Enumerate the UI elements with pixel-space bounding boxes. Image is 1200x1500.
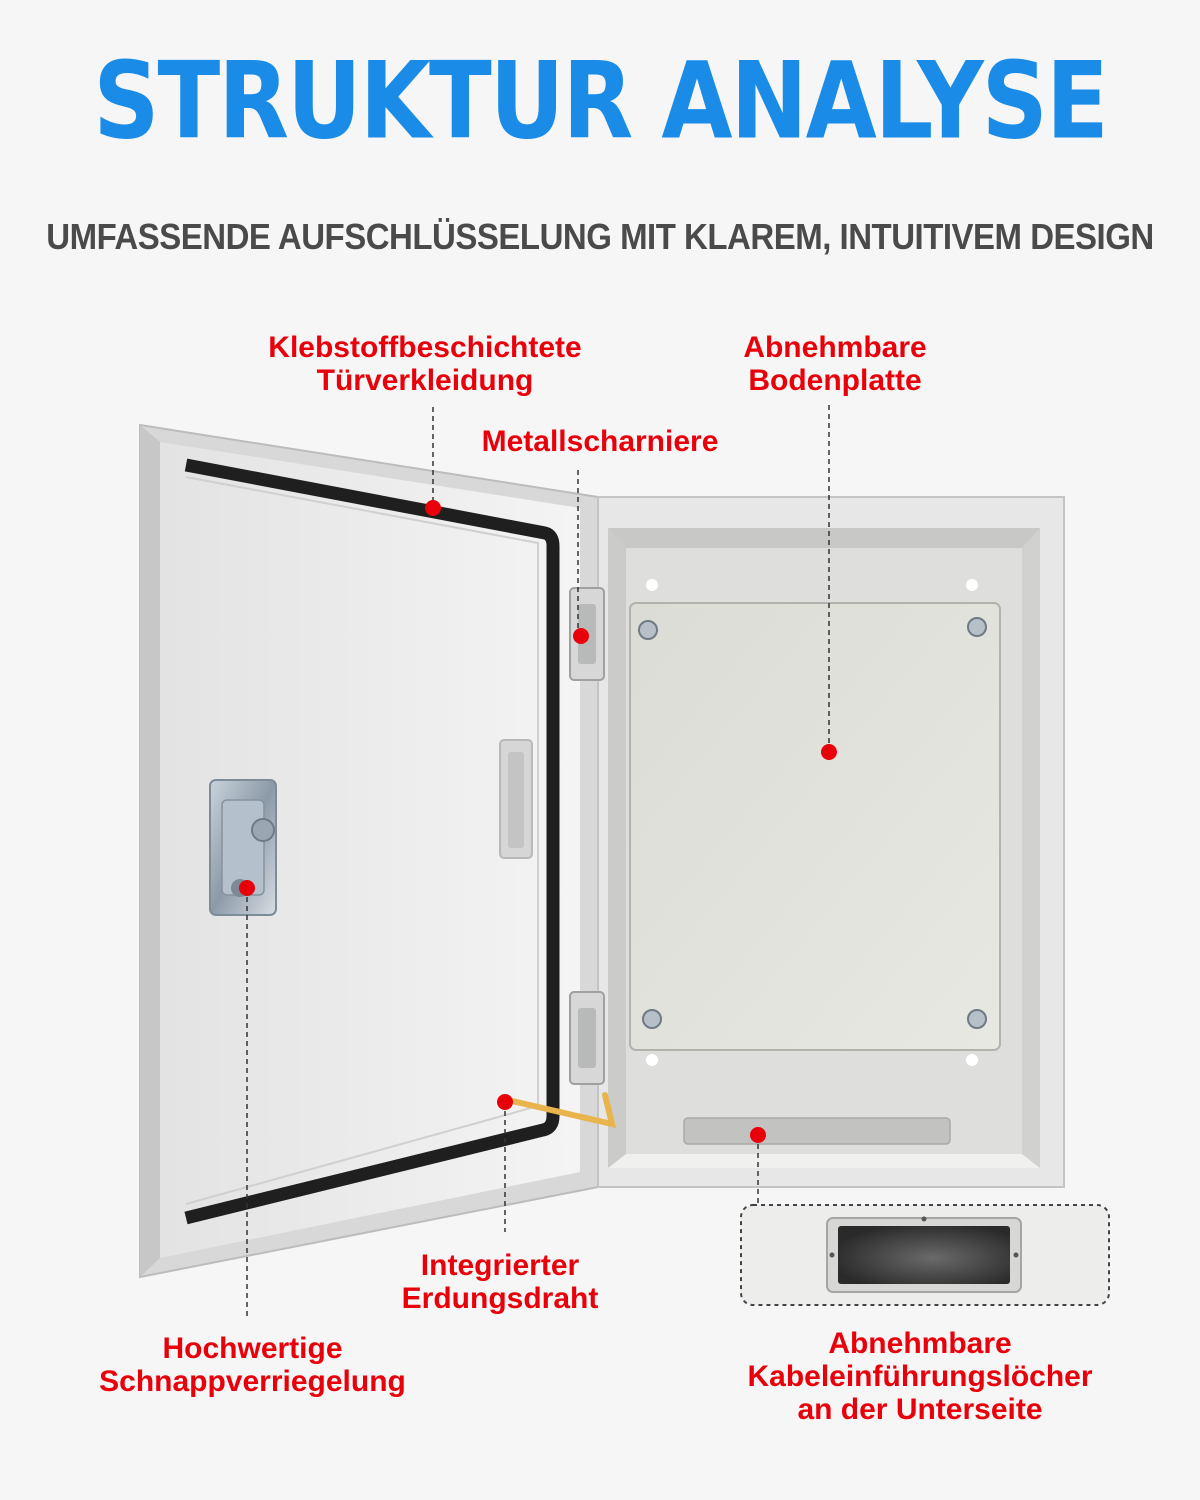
marker-hinge	[573, 628, 589, 644]
callout-base-plate: Abnehmbare Bodenplatte	[700, 331, 970, 397]
callout-ground-wire: Integrierter Erdungsdraht	[380, 1249, 620, 1315]
callout-base-plate-line1: Abnehmbare	[743, 331, 927, 364]
marker-door-lining	[425, 500, 441, 516]
marker-cable-entry	[750, 1127, 766, 1143]
callout-base-plate-line2: Bodenplatte	[748, 364, 922, 397]
marker-latch	[239, 880, 255, 896]
callout-door-lining-line1: Klebstoffbeschichtete	[268, 331, 582, 364]
callout-hinges-line1: Metallscharniere	[481, 425, 719, 458]
callout-ground-wire-line1: Integrierter	[420, 1249, 580, 1282]
callout-door-lining-line2: Türverkleidung	[316, 364, 534, 397]
callout-cable-entry-line1: Abnehmbare	[828, 1327, 1012, 1360]
callout-cable-entry-line2: Kabeleinführungslöcher	[747, 1360, 1093, 1393]
callout-ground-wire-line2: Erdungsdraht	[401, 1282, 599, 1315]
page-title: STRUKTUR ANALYSE	[93, 39, 1109, 164]
callout-hinges: Metallscharniere	[455, 425, 745, 458]
callout-latch: Hochwertige Schnappverriegelung	[85, 1332, 420, 1398]
marker-ground-wire	[497, 1094, 513, 1110]
page-subtitle: UMFASSENDE AUFSCHLÜSSELUNG MIT KLAREM, I…	[46, 216, 1154, 257]
marker-base-plate	[821, 744, 837, 760]
callout-latch-line1: Hochwertige	[162, 1332, 343, 1365]
callout-door-lining: Klebstoffbeschichtete Türverkleidung	[240, 331, 610, 397]
callout-cable-entry: Abnehmbare Kabeleinführungslöcher an der…	[735, 1327, 1105, 1426]
hinge-lower	[569, 991, 605, 1085]
bottom-cable-slot	[683, 1117, 951, 1145]
door-gasket	[184, 458, 560, 1225]
mounting-base-plate	[629, 602, 1001, 1051]
marker-dots	[239, 500, 837, 1143]
callout-cable-entry-line3: an der Unterseite	[797, 1393, 1043, 1426]
cable-entry-inset	[740, 1204, 1110, 1306]
ground-wire	[505, 1092, 617, 1129]
leader-lines	[246, 405, 830, 1318]
snap-latch	[209, 779, 277, 916]
callout-latch-line2: Schnappverriegelung	[99, 1365, 406, 1398]
enclosure-door	[139, 423, 599, 1279]
